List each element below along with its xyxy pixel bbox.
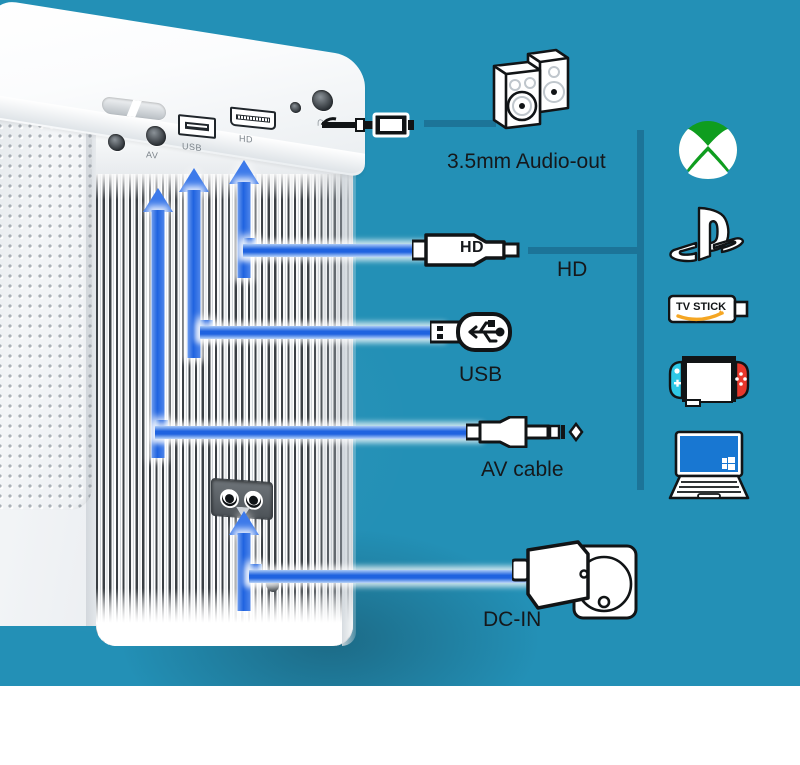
port-label-usb: USB <box>182 140 203 154</box>
amazon-fire-tv-stick-icon: TV STICK <box>667 292 750 326</box>
arrow-shaft <box>151 210 165 458</box>
mini-projector: AV USB HD ∩ <box>0 0 380 648</box>
projector-front-face <box>96 90 353 646</box>
arrow-shaft <box>187 190 201 358</box>
connector-line-audio <box>424 120 496 127</box>
playstation-logo-icon <box>668 205 746 271</box>
av-cable-connector <box>464 415 586 449</box>
windows-laptop-icon <box>668 430 750 502</box>
usb-port-inner <box>185 121 209 132</box>
port-indicator-led <box>290 101 301 114</box>
hd-cable-connector: HD <box>410 228 534 272</box>
caption-av-cable: AV cable <box>481 458 564 481</box>
tv-stick-label: TV STICK <box>676 301 726 313</box>
port-label-hd: HD <box>239 133 253 145</box>
cable-av-horizontal <box>155 426 480 439</box>
arrow-av <box>142 188 174 458</box>
arrow-head <box>143 188 173 212</box>
caption-usb: USB <box>459 363 503 386</box>
nintendo-switch-icon <box>668 354 750 410</box>
hd-port-inner <box>236 113 270 124</box>
cable-dc-horizontal <box>249 570 527 583</box>
arrow-head <box>179 168 209 192</box>
cable-hd-horizontal <box>243 244 425 257</box>
arrow-shaft <box>237 533 251 611</box>
speakers-icon <box>488 48 574 130</box>
caption-dc-in: DC-IN <box>483 608 542 631</box>
bottom-white-strip <box>0 686 800 765</box>
connector-line-hd <box>528 247 642 254</box>
caption-audio-out: 3.5mm Audio-out <box>447 150 606 173</box>
port-label-av: AV <box>146 149 159 161</box>
power-adapter-icon <box>510 536 640 636</box>
ac-inlet-hole-left <box>220 488 239 509</box>
arrow-head <box>229 160 259 184</box>
connector-line-vertical-bus <box>637 130 644 490</box>
arrow-shaft <box>237 182 251 278</box>
caption-hd: HD <box>557 258 588 281</box>
audio-plug-3-5mm <box>320 112 416 138</box>
projector-bottom-edge <box>96 588 353 646</box>
arrow-dc <box>228 511 260 611</box>
arrow-usb <box>178 168 210 358</box>
usb-flash-drive-icon <box>428 310 534 354</box>
arrow-head <box>229 511 259 535</box>
projector-right-edge <box>342 98 356 646</box>
port-usb[interactable] <box>178 114 216 139</box>
arrow-hd <box>228 160 260 278</box>
xbox-logo-icon <box>678 120 738 180</box>
hd-plug-label: HD <box>460 239 485 256</box>
cable-usb-horizontal <box>200 326 443 339</box>
